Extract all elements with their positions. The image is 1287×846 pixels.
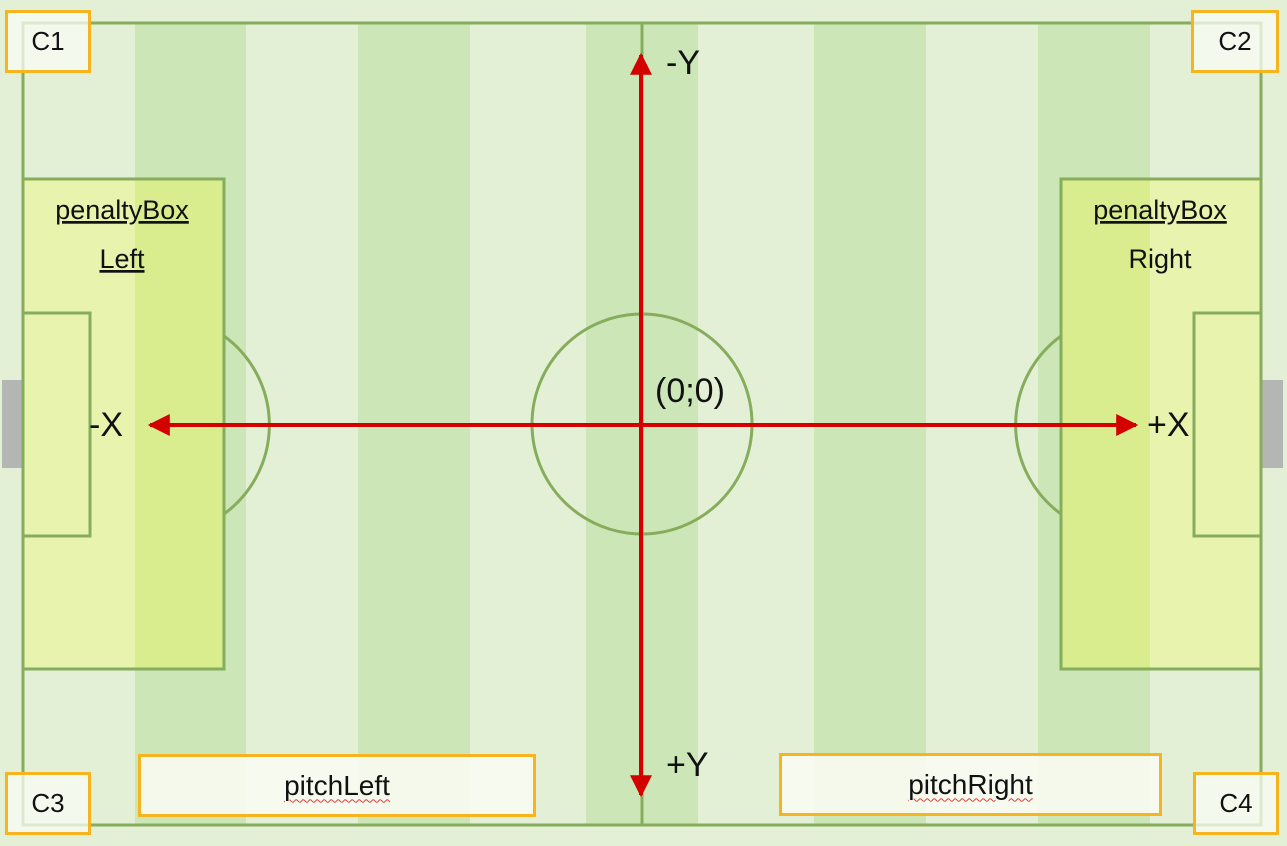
pitch-left-box: pitchLeft: [138, 754, 536, 817]
corner-box-c4: C4: [1193, 772, 1279, 835]
axis-arrows: [147, 52, 1139, 798]
penalty-box-left-fill-light: [23, 179, 135, 669]
goal-left: [2, 380, 23, 468]
goal-area-left: [21, 311, 92, 538]
axis-label-neg-x: -X: [89, 406, 123, 444]
axis-label-pos-y: +Y: [666, 746, 709, 784]
penalty-box-left-label-2: Left: [99, 244, 145, 274]
goal-area-right: [1192, 311, 1263, 538]
penalty-box-fills: [23, 179, 1260, 669]
corner-label-c2: C2: [1218, 26, 1252, 56]
axis-label-pos-x: +X: [1147, 406, 1190, 444]
corner-label-c4: C4: [1219, 788, 1253, 818]
corner-label-c3: C3: [31, 788, 65, 818]
origin-label: (0;0): [655, 372, 725, 410]
penalty-box-left-label-1: penaltyBox: [55, 195, 189, 225]
goal-right: [1262, 380, 1283, 468]
corner-box-c1: C1: [5, 10, 91, 73]
penalty-box-right-label-1: penaltyBox: [1093, 195, 1227, 225]
penalty-box-right-fill-light: [1150, 179, 1260, 669]
corner-box-c2: C2: [1191, 10, 1279, 73]
axis-label-neg-y: -Y: [666, 44, 700, 82]
corner-label-c1: C1: [31, 26, 65, 56]
corner-box-c3: C3: [5, 772, 91, 835]
pitch-right-label: pitchRight: [908, 768, 1033, 800]
penalty-box-right-label-2: Right: [1128, 244, 1192, 274]
pitch-right-box: pitchRight: [779, 753, 1162, 816]
pitch-left-label: pitchLeft: [284, 769, 390, 801]
